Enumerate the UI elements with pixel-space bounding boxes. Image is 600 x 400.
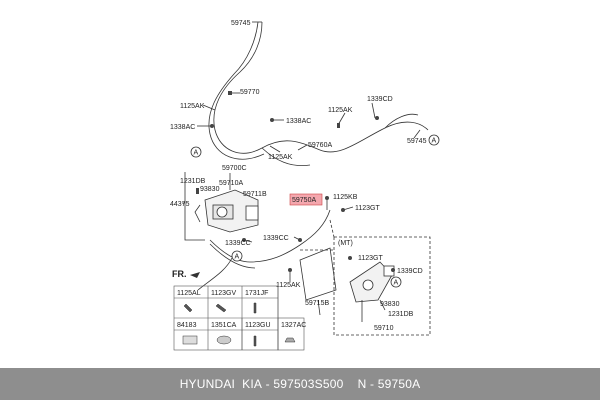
- callout-59711b[interactable]: 59711B: [243, 191, 267, 198]
- washer-icon: [216, 335, 232, 345]
- callout-1338ac-mid[interactable]: 1338AC: [286, 118, 311, 125]
- callout-1339cc-left[interactable]: 1339CC: [225, 240, 251, 247]
- screw-icon: [253, 302, 257, 314]
- marker-a-right: A: [428, 134, 440, 146]
- footer-gap: [343, 377, 357, 391]
- parts-diagram: A A A A 59745 59770 1125AK 1338AC 1338AC…: [170, 20, 440, 351]
- cable-lines: [182, 21, 431, 336]
- callout-1123gt-mt[interactable]: 1123GT: [358, 255, 383, 262]
- table-cell-1123gu[interactable]: 1123GU: [245, 322, 271, 329]
- table-cell-1351ca[interactable]: 1351CA: [211, 322, 237, 329]
- footer-brand: HYUNDAI KIA: [179, 377, 263, 391]
- callout-44375[interactable]: 44375: [170, 201, 190, 208]
- marker-a-mt-label: A: [394, 280, 399, 287]
- callout-59745-top[interactable]: 59745: [231, 20, 251, 27]
- mt-lever-assembly: [349, 261, 395, 322]
- marker-a-lower-label: A: [235, 254, 240, 261]
- pad-icon: [182, 335, 198, 345]
- screw-icon: [253, 335, 257, 347]
- marker-a-left: A: [190, 146, 202, 158]
- callout-93830-left[interactable]: 93830: [200, 186, 220, 193]
- table-part-icons: [182, 302, 296, 347]
- callout-59715b[interactable]: 59715B: [305, 300, 329, 307]
- lever-assembly: [194, 189, 259, 233]
- callout-59710[interactable]: 59710: [374, 325, 394, 332]
- callout-59745-right[interactable]: 59745: [407, 138, 427, 145]
- callout-1123gt-mid[interactable]: 1123GT: [355, 205, 380, 212]
- footer-part-number: 597503S500: [273, 377, 344, 391]
- arrow-icon: [190, 272, 200, 278]
- fr-label: FR.: [172, 269, 187, 279]
- callout-93830-mt[interactable]: 93830: [380, 301, 400, 308]
- callout-59710a[interactable]: 59710A: [219, 180, 243, 187]
- marker-a-left-label: A: [194, 150, 199, 157]
- table-cell-1731jf[interactable]: 1731JF: [245, 290, 268, 297]
- table-cell-84183[interactable]: 84183: [177, 322, 197, 329]
- callout-1231db-mt[interactable]: 1231DB: [388, 311, 414, 318]
- footer-bar: HYUNDAI KIA - 597503S500 N - 59750A: [0, 368, 600, 400]
- callout-59770[interactable]: 59770: [240, 89, 260, 96]
- marker-a-right-label: A: [432, 138, 437, 145]
- mt-label: (MT): [338, 240, 353, 247]
- fasteners: [196, 91, 395, 272]
- table-cell-1125al[interactable]: 1125AL: [177, 290, 201, 297]
- callout-1339cd-top[interactable]: 1339CD: [367, 96, 393, 103]
- callout-1231db-left[interactable]: 1231DB: [180, 178, 206, 185]
- callout-1125ak-left[interactable]: 1125AK: [180, 103, 205, 110]
- table-cell-1123gv[interactable]: 1123GV: [211, 290, 236, 297]
- callout-1338ac-left[interactable]: 1338AC: [170, 124, 195, 131]
- parts-table: [173, 285, 305, 351]
- callout-59700c[interactable]: 59700C: [222, 165, 247, 172]
- marker-a-lower: A: [231, 250, 243, 262]
- callout-highlight: [289, 193, 323, 206]
- bolt-icon: [215, 303, 227, 313]
- callout-59760a[interactable]: 59760A: [308, 142, 332, 149]
- front-direction-indicator: FR.: [172, 269, 200, 279]
- callout-1125ak-right[interactable]: 1125AK: [328, 107, 353, 114]
- callout-1339cc-mid[interactable]: 1339CC: [263, 235, 289, 242]
- callout-59750a[interactable]: 59750A: [292, 197, 316, 204]
- bolt-icon: [183, 303, 193, 313]
- footer-callout-ref: N - 59750A: [357, 377, 421, 391]
- callout-1125ak-mid[interactable]: 1125AK: [268, 154, 293, 161]
- callout-1125ak-low[interactable]: 1125AK: [276, 282, 301, 289]
- nut-icon: [284, 337, 296, 343]
- marker-a-mt: A: [390, 276, 402, 288]
- callout-1125kb[interactable]: 1125KB: [333, 194, 358, 201]
- footer-separator: -: [262, 377, 274, 391]
- callout-1339cd-mt[interactable]: 1339CD: [397, 268, 423, 275]
- table-cell-1327ac[interactable]: 1327AC: [281, 322, 306, 329]
